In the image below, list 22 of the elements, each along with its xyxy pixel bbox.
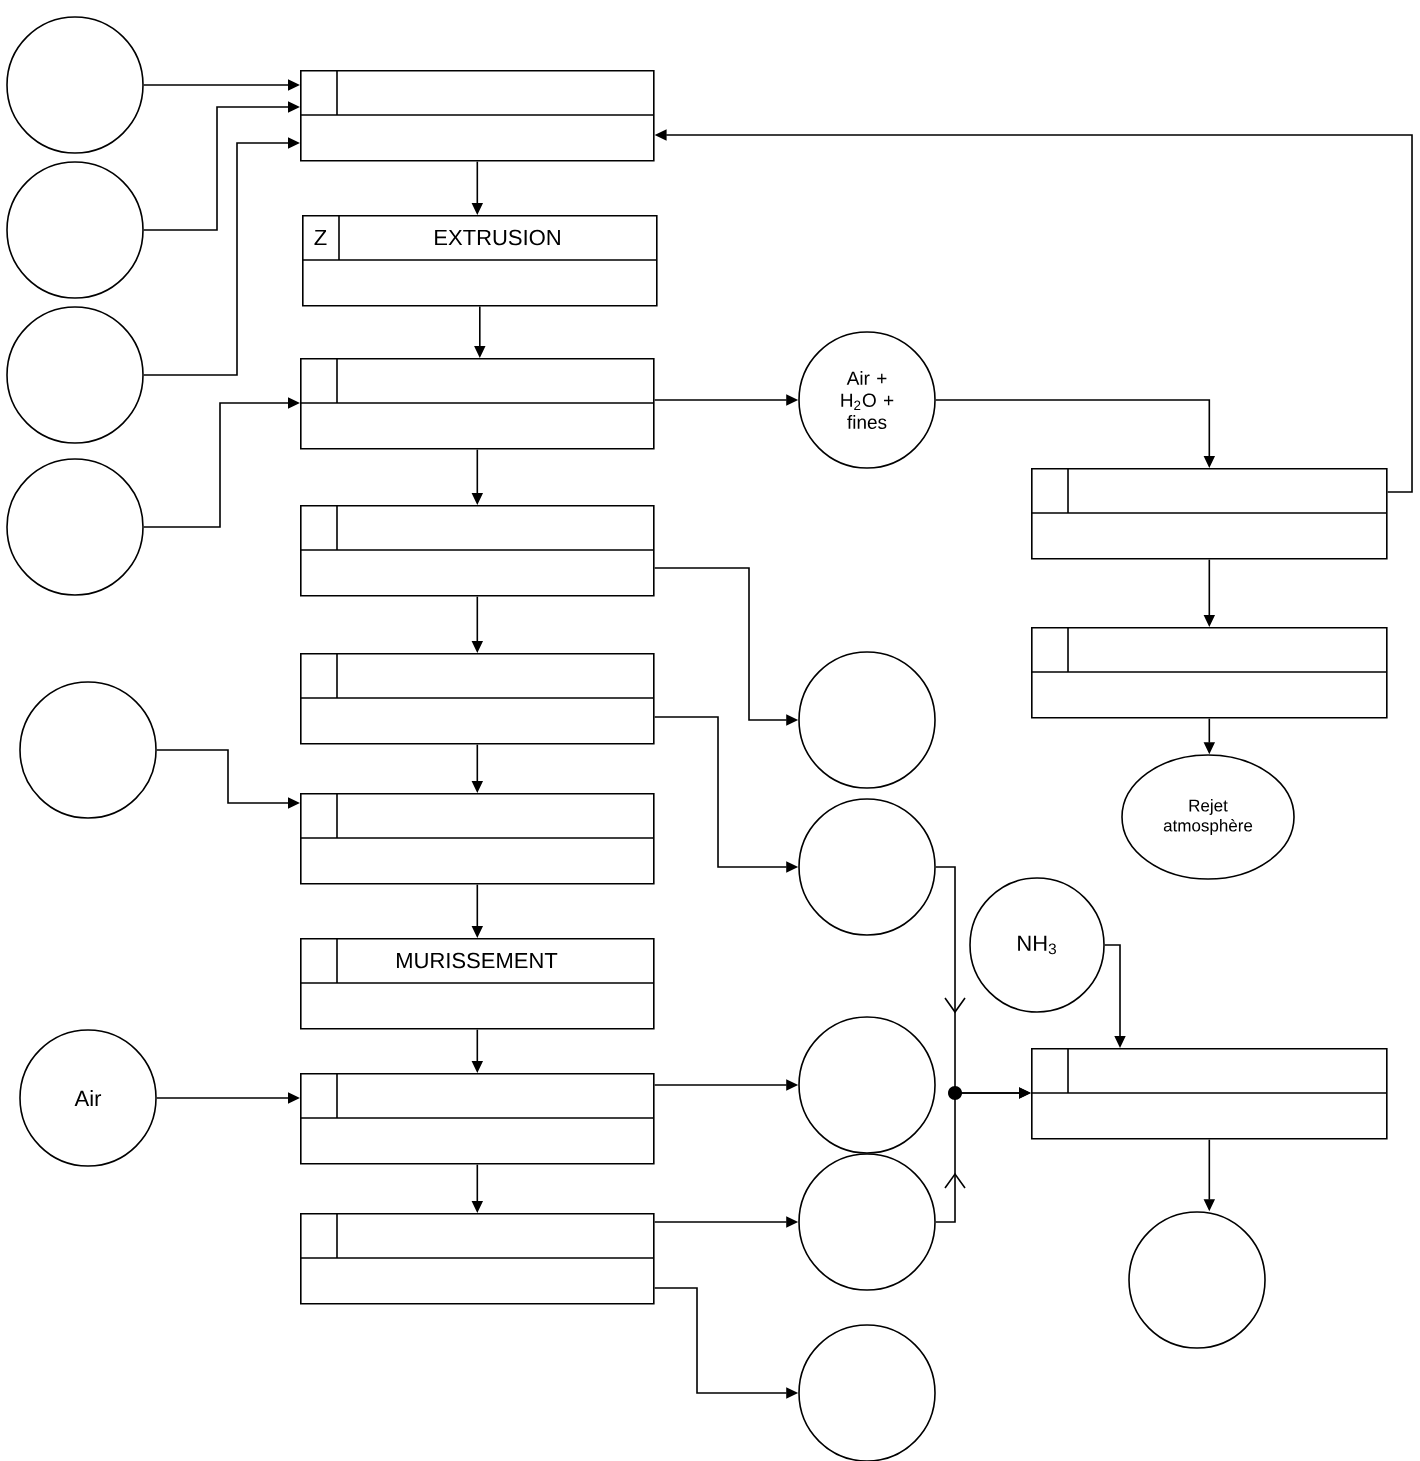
stream-circle xyxy=(798,651,936,789)
stream-circle xyxy=(6,306,144,444)
process-box xyxy=(1030,467,1388,560)
stream-circle xyxy=(6,161,144,299)
process-box xyxy=(299,69,655,162)
stream-circle xyxy=(19,681,157,819)
stream-circle xyxy=(6,16,144,154)
stream-circle xyxy=(798,1153,936,1291)
process-box xyxy=(299,792,655,885)
process-box xyxy=(299,1212,655,1305)
process-box: Z EXTRUSION xyxy=(301,214,658,307)
stream-circle xyxy=(6,458,144,596)
process-box xyxy=(299,357,655,450)
stream-circle xyxy=(798,798,936,936)
process-box xyxy=(1030,1047,1388,1140)
process-box: MURISSEMENT xyxy=(299,937,655,1030)
process-box xyxy=(299,652,655,745)
process-box xyxy=(299,504,655,597)
process-box xyxy=(299,1072,655,1165)
stream-circle xyxy=(1128,1211,1266,1349)
stream-circle xyxy=(798,1016,936,1154)
process-box xyxy=(1030,626,1388,719)
